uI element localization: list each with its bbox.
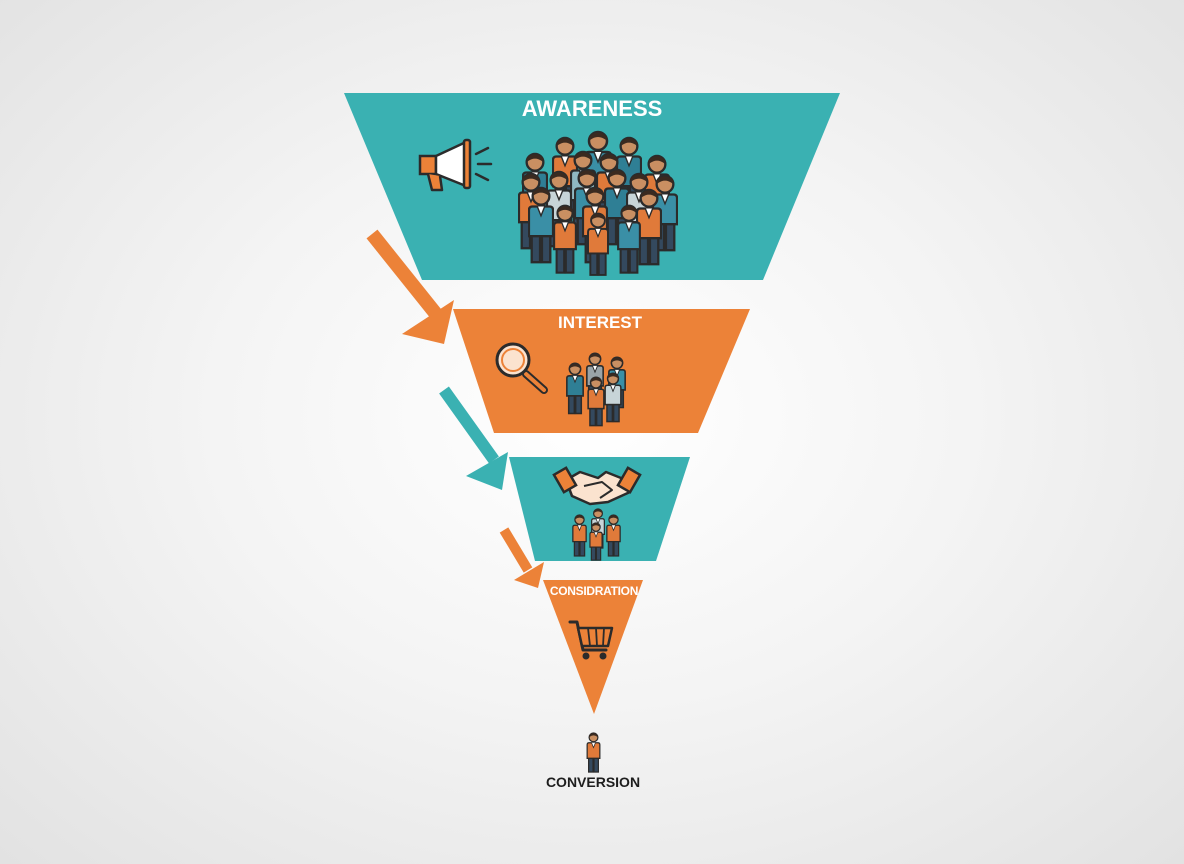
label-conversion: CONVERSION xyxy=(545,774,641,790)
arrow-third-to-consideration xyxy=(499,527,544,588)
megaphone-icon xyxy=(418,138,493,192)
person-icon xyxy=(586,732,601,773)
shopping-cart-icon xyxy=(568,620,614,660)
arrow-awareness-to-interest xyxy=(366,229,454,344)
label-consideration: CONSIDRATION xyxy=(549,584,639,598)
arrow-interest-to-third xyxy=(439,386,508,490)
magnifier-icon xyxy=(495,342,548,394)
label-awareness: AWARENESS xyxy=(521,96,663,121)
team-icon xyxy=(572,508,621,561)
label-interest: INTEREST xyxy=(557,313,643,332)
handshake-icon xyxy=(552,466,642,506)
